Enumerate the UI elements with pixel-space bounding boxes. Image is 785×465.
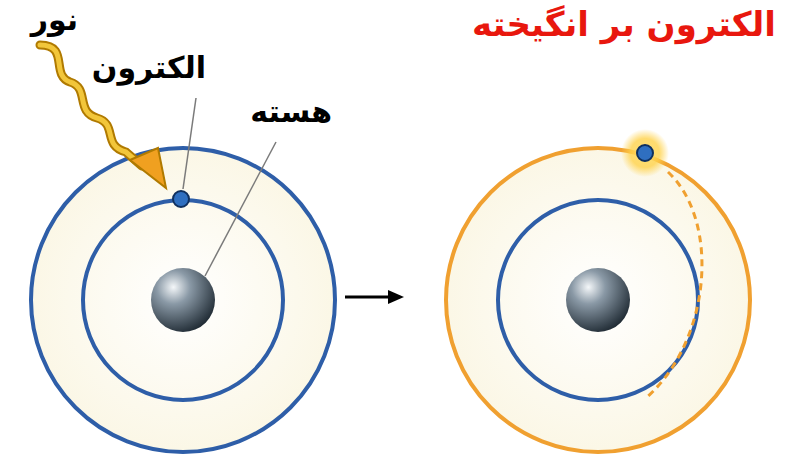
nucleus-label: هسته <box>250 94 332 130</box>
light-arrowhead <box>130 148 166 188</box>
outer-orbit <box>446 148 750 452</box>
electron-glow <box>621 129 669 177</box>
excited-electron-label: الکترون بر انگیخته <box>472 4 776 45</box>
electron-label: الکترون <box>92 50 206 86</box>
inner-orbit <box>498 200 698 400</box>
leader-line <box>205 142 276 276</box>
transition-path <box>646 172 702 398</box>
nucleus <box>151 268 215 332</box>
outer-orbit <box>31 148 335 452</box>
electron <box>173 191 189 207</box>
inner-orbit <box>83 200 283 400</box>
transition-arrow <box>345 296 392 299</box>
excited-electron <box>637 145 653 161</box>
transition-arrowhead <box>388 290 404 304</box>
leader-line <box>183 98 196 189</box>
light-label: نور <box>31 2 78 38</box>
nucleus <box>566 268 630 332</box>
